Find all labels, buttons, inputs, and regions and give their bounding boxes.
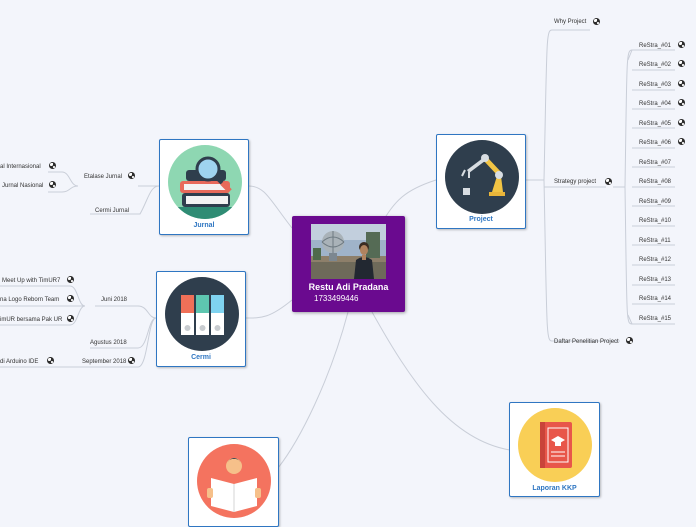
restra-item-08[interactable]: ReStra_#08 bbox=[639, 179, 672, 185]
strategy-project-topic[interactable]: Strategy project bbox=[554, 179, 597, 185]
agustus-2018-topic[interactable]: Agustus 2018 bbox=[90, 340, 127, 346]
globe-icon[interactable] bbox=[128, 357, 135, 364]
reader-icon bbox=[197, 444, 271, 518]
globe-icon[interactable] bbox=[678, 119, 685, 126]
reading-card[interactable] bbox=[188, 437, 279, 527]
daftar-penelitian-topic[interactable]: Daftar Penelitian Project bbox=[554, 339, 619, 345]
restra-item-04[interactable]: ReStra_#04 bbox=[639, 101, 672, 107]
restra-item-15[interactable]: ReStra_#15 bbox=[639, 316, 672, 322]
binders-icon bbox=[165, 277, 239, 351]
globe-icon[interactable] bbox=[67, 295, 74, 302]
restra-item-05[interactable]: ReStra_#05 bbox=[639, 121, 672, 127]
globe-icon[interactable] bbox=[605, 178, 612, 185]
globe-icon[interactable] bbox=[47, 357, 54, 364]
juni-2018-topic[interactable]: Juni 2018 bbox=[101, 297, 128, 303]
cermi-title: Cermi bbox=[191, 354, 211, 361]
project-title: Project bbox=[469, 216, 493, 223]
september-item[interactable]: di Arduino IDE bbox=[0, 359, 39, 365]
laporan-title: Laporan KKP bbox=[532, 485, 577, 492]
restra-item-02[interactable]: ReStra_#02 bbox=[639, 62, 672, 68]
central-name: Restu Adi Pradana bbox=[308, 282, 389, 292]
globe-icon[interactable] bbox=[67, 276, 74, 283]
globe-icon[interactable] bbox=[678, 80, 685, 87]
juni-item-1[interactable]: Meet Up with TimUR7 bbox=[2, 278, 61, 284]
restra-item-14[interactable]: ReStra_#14 bbox=[639, 296, 672, 302]
globe-icon[interactable] bbox=[128, 172, 135, 179]
globe-icon[interactable] bbox=[678, 41, 685, 48]
robot-arm-icon bbox=[445, 140, 519, 214]
globe-icon[interactable] bbox=[678, 60, 685, 67]
restra-item-13[interactable]: ReStra_#13 bbox=[639, 277, 672, 283]
jurnal-internasional-topic[interactable]: al Internasional bbox=[0, 164, 41, 170]
globe-icon[interactable] bbox=[67, 315, 74, 322]
project-card[interactable]: Project bbox=[436, 134, 526, 229]
central-id: 1733499446 bbox=[314, 294, 359, 303]
restra-item-01[interactable]: ReStra_#01 bbox=[639, 43, 672, 49]
restra-item-11[interactable]: ReStra_#11 bbox=[639, 238, 671, 244]
jurnal-title: Jurnal bbox=[193, 222, 215, 229]
juni-item-3[interactable]: imUR bersama Pak UR bbox=[0, 317, 63, 323]
laporan-card[interactable]: Laporan KKP bbox=[509, 402, 600, 497]
globe-icon[interactable] bbox=[678, 99, 685, 106]
restra-item-09[interactable]: ReStra_#09 bbox=[639, 199, 672, 205]
report-book-icon bbox=[518, 408, 592, 482]
restra-item-07[interactable]: ReStra_#07 bbox=[639, 160, 672, 166]
restra-item-03[interactable]: ReStra_#03 bbox=[639, 82, 672, 88]
september-2018-topic[interactable]: September 2018 bbox=[82, 359, 127, 365]
globe-icon[interactable] bbox=[49, 181, 56, 188]
restra-item-12[interactable]: ReStra_#12 bbox=[639, 257, 672, 263]
books-search-icon bbox=[168, 145, 242, 219]
globe-icon[interactable] bbox=[626, 337, 633, 344]
why-project-topic[interactable]: Why Project bbox=[554, 19, 587, 25]
jurnal-nasional-topic[interactable]: Jurnal Nasional bbox=[2, 183, 44, 189]
restra-item-10[interactable]: ReStra_#10 bbox=[639, 218, 672, 224]
juni-item-2[interactable]: na Logo Reborn Team bbox=[0, 297, 60, 303]
cermi-jurnal-topic[interactable]: Cermi Jurnal bbox=[95, 208, 130, 214]
jurnal-card[interactable]: Jurnal bbox=[159, 139, 249, 235]
profile-photo bbox=[311, 224, 386, 279]
central-node[interactable]: Restu Adi Pradana 1733499446 bbox=[292, 216, 405, 312]
etalase-jurnal-topic[interactable]: Etalase Jurnal bbox=[84, 174, 123, 180]
globe-icon[interactable] bbox=[49, 162, 56, 169]
globe-icon[interactable] bbox=[593, 18, 600, 25]
globe-icon[interactable] bbox=[678, 138, 685, 145]
restra-item-06[interactable]: ReStra_#06 bbox=[639, 140, 672, 146]
cermi-card[interactable]: Cermi bbox=[156, 271, 246, 367]
